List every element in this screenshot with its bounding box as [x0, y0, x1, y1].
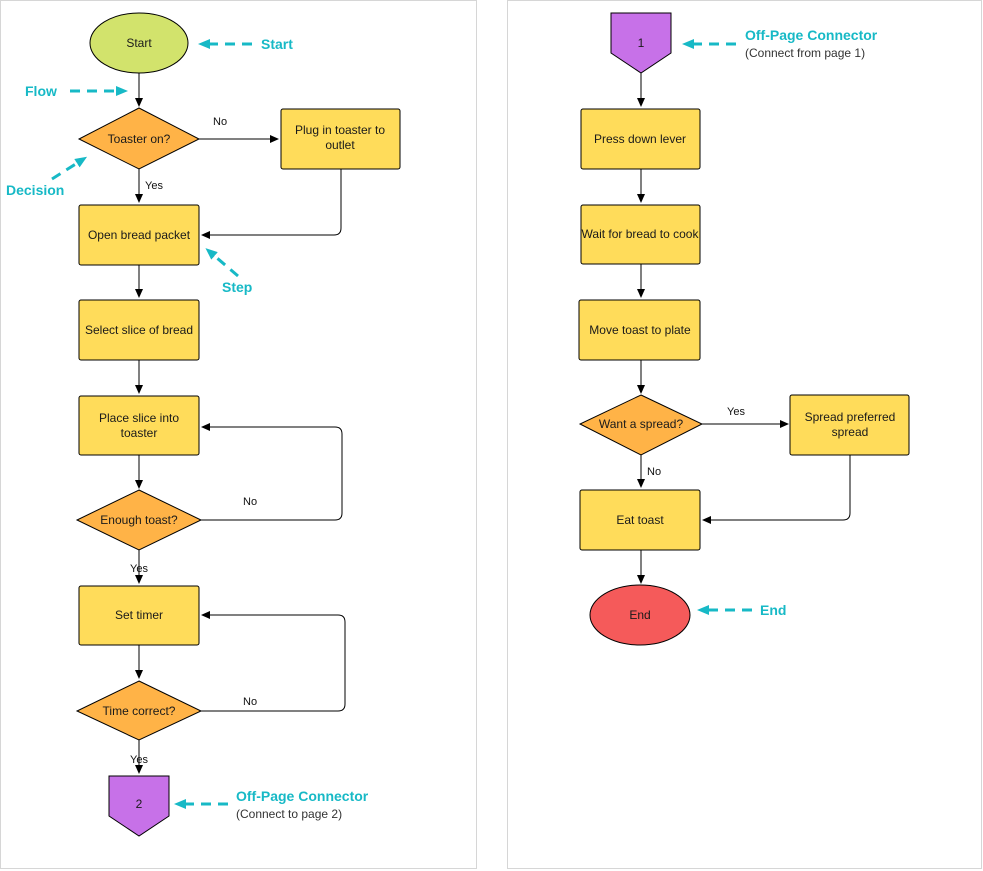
enough-toast-label: Enough toast?: [100, 513, 178, 527]
edge-label-enough-no: No: [243, 496, 257, 508]
annotation-step-arrow: [205, 248, 239, 278]
annotation-end-text: End: [760, 602, 786, 618]
annotation-end: End: [697, 602, 786, 618]
annotation-flow-text: Flow: [25, 83, 57, 99]
eat-toast-step-shape: [579, 489, 701, 551]
spread-step-shape: [789, 394, 910, 456]
toaster-on-label: Toaster on?: [108, 132, 171, 146]
toaster-on-decision-shape: [77, 107, 201, 170]
edge-label-spread-no: No: [647, 466, 661, 478]
node-select-slice[interactable]: Select slice of bread: [78, 299, 200, 361]
place-slice-step-shape: [78, 395, 200, 456]
node-end[interactable]: End: [589, 584, 691, 646]
set-timer-label: Set timer: [115, 608, 163, 622]
set-timer-step-shape: [78, 585, 200, 646]
open-packet-label: Open bread packet: [88, 228, 191, 242]
node-time-correct[interactable]: Time correct?: [75, 680, 203, 741]
page2-flow-lines: [637, 73, 851, 584]
node-enough-toast[interactable]: Enough toast?: [75, 489, 203, 551]
wait-bread-step-shape: [580, 204, 701, 265]
annotation-decision-arrow: [51, 156, 88, 181]
enough-toast-decision-shape: [75, 489, 203, 551]
connector-1-label: 1: [638, 36, 645, 50]
annotation-offpage-right-title: Off-Page Connector: [745, 27, 878, 43]
annotation-step-text: Step: [222, 279, 252, 295]
edge-spread-to-eat: [702, 455, 851, 524]
annotation-offpage-right-subtitle: (Connect from page 1): [745, 46, 865, 60]
want-spread-label: Want a spread?: [599, 417, 684, 431]
annotation-offpage-right: Off-Page Connector (Connect from page 1): [682, 27, 878, 60]
annotation-offpage-left-title: Off-Page Connector: [236, 788, 369, 804]
node-press-lever[interactable]: Press down lever: [580, 108, 701, 170]
annotation-offpage-left-subtitle: (Connect to page 2): [236, 807, 342, 821]
move-toast-step-shape: [578, 299, 701, 361]
want-spread-decision-shape: [578, 394, 704, 456]
annotation-offpage-left: Off-Page Connector (Connect to page 2): [174, 788, 369, 821]
edge-label-toaster-no: No: [213, 116, 227, 128]
page1-flow-lines: [135, 73, 346, 774]
move-toast-label: Move toast to plate: [589, 323, 691, 337]
annotation-start-text: Start: [261, 36, 293, 52]
node-eat-toast[interactable]: Eat toast: [579, 489, 701, 551]
plug-in-step-shape: [280, 108, 401, 170]
start-label: Start: [126, 36, 152, 50]
connector-2-label: 2: [136, 797, 143, 811]
annotations: Start Flow Decision Step Off-Page Connec…: [6, 27, 878, 821]
edge-label-time-yes: Yes: [130, 754, 148, 766]
node-wait-bread[interactable]: Wait for bread to cook: [580, 204, 701, 265]
select-slice-label: Select slice of bread: [85, 323, 193, 337]
node-open-packet[interactable]: Open bread packet: [78, 204, 200, 266]
press-lever-label: Press down lever: [594, 132, 686, 146]
edge-label-toaster-yes: Yes: [145, 180, 163, 192]
time-correct-decision-shape: [75, 680, 203, 741]
annotation-start: Start: [198, 36, 293, 52]
time-correct-label: Time correct?: [103, 704, 176, 718]
edge-enough-no: [201, 423, 343, 521]
connector-1-offpage-shape: [610, 12, 672, 74]
edge-labels: No Yes No Yes No Yes Yes No: [130, 116, 745, 766]
node-want-spread[interactable]: Want a spread?: [578, 394, 704, 456]
eat-toast-label: Eat toast: [616, 513, 664, 527]
node-start[interactable]: Start: [89, 12, 189, 74]
edge-time-no: [201, 611, 346, 712]
edge-label-spread-yes: Yes: [727, 406, 745, 418]
end-terminal-shape: [589, 584, 691, 646]
edge-label-enough-yes: Yes: [130, 563, 148, 575]
edge-label-time-no: No: [243, 696, 257, 708]
select-slice-step-shape: [78, 299, 200, 361]
node-connector-2[interactable]: 2: [108, 775, 170, 837]
annotation-step: Step: [205, 248, 252, 295]
annotation-decision-text: Decision: [6, 182, 64, 198]
open-packet-step-shape: [78, 204, 200, 266]
annotation-decision: Decision: [6, 156, 88, 198]
node-connector-1[interactable]: 1: [610, 12, 672, 74]
start-terminal-shape: [89, 12, 189, 74]
node-move-toast[interactable]: Move toast to plate: [578, 299, 701, 361]
annotation-flow: Flow: [25, 83, 128, 99]
end-label: End: [629, 608, 650, 622]
press-lever-step-shape: [580, 108, 701, 170]
edge-plug-to-open: [201, 169, 342, 239]
node-toaster-on[interactable]: Toaster on?: [77, 107, 201, 170]
node-set-timer[interactable]: Set timer: [78, 585, 200, 646]
wait-bread-label: Wait for bread to cook: [582, 227, 700, 241]
connector-2-offpage-shape: [108, 775, 170, 837]
